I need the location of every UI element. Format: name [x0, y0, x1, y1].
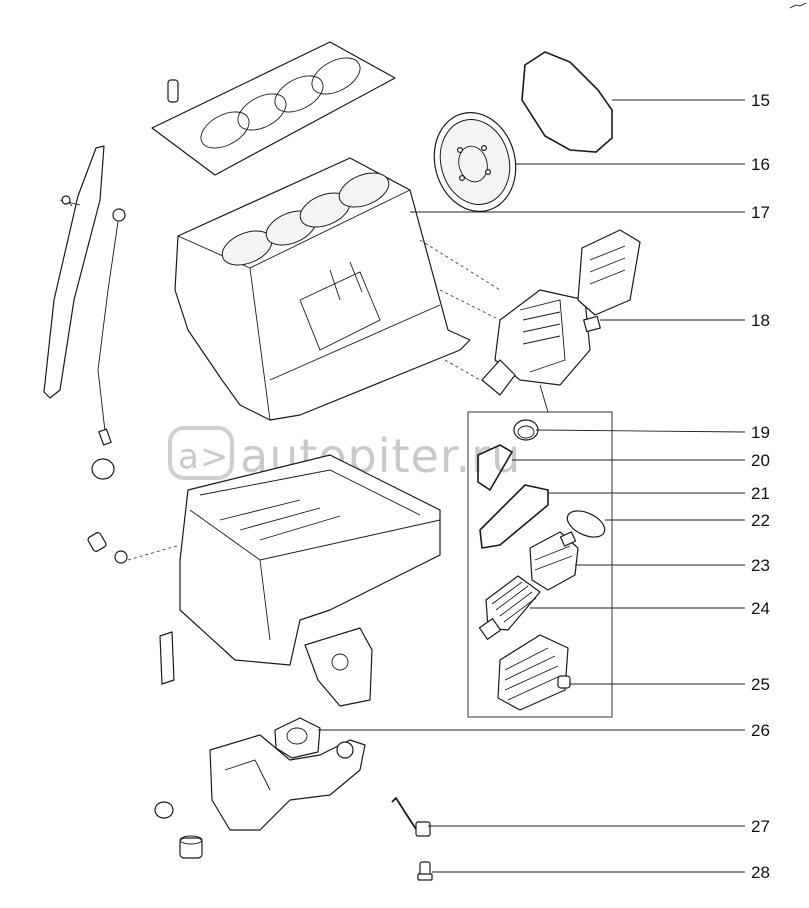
drain-plug-washer: [114, 550, 128, 564]
dipstick-o-ring: [91, 458, 115, 480]
seal-ring-19: [513, 419, 539, 441]
oil-filter-kit-box: [467, 411, 613, 718]
housing-dash-line-2: [439, 289, 501, 321]
leader-lines: [318, 99, 746, 873]
flywheel: [433, 112, 517, 212]
oil-pipe-27: [391, 796, 431, 837]
callout-numbers: 15 16 17 18 19 20 21 22 23 24 25 26 27 2…: [751, 91, 770, 882]
gasket-20: [477, 444, 514, 492]
oil-pan: [179, 454, 441, 666]
drain-plug: [87, 532, 107, 552]
drain-plug-dash-line: [127, 544, 181, 561]
pump-o-ring: [154, 801, 174, 819]
head-gasket: [151, 41, 396, 176]
oil-filter-cap: [529, 531, 579, 591]
corner-mark: [789, 2, 807, 9]
housing-dash-line-3: [444, 359, 481, 381]
cylinder-block: [174, 157, 471, 421]
callout-20: 20: [751, 451, 770, 470]
oil-filter-element: [478, 575, 541, 640]
oil-filter-housing-assembly: [481, 229, 641, 396]
callout-27: 27: [751, 817, 770, 836]
callout-19: 19: [751, 423, 770, 442]
callout-22: 22: [751, 511, 770, 530]
callout-15: 15: [751, 91, 770, 110]
oil-cooler: [497, 634, 571, 711]
watermark-logo-box: [168, 426, 234, 480]
o-ring-22: [566, 510, 606, 538]
kit-box-connector: [539, 384, 549, 413]
dowel-pin: [167, 79, 179, 103]
callout-25: 25: [751, 675, 770, 694]
callout-16: 16: [751, 155, 770, 174]
callout-21: 21: [751, 484, 770, 503]
callout-17: 17: [751, 203, 770, 222]
dipstick: [97, 208, 126, 446]
callout-18: 18: [751, 311, 770, 330]
bolt-28: [417, 861, 433, 881]
callout-24: 24: [751, 599, 770, 618]
engine-mount-bracket: [304, 627, 373, 707]
leader-19: [535, 429, 746, 433]
dipstick-tube: [43, 145, 105, 399]
pump-sleeve: [179, 835, 203, 859]
watermark-logo-symbol: a>: [178, 437, 229, 477]
housing-dash-line-1: [419, 239, 501, 291]
gasket-21: [479, 484, 549, 549]
rear-cover-gasket: [521, 51, 613, 153]
oil-pump-assembly: [209, 717, 366, 831]
small-bracket: [159, 631, 175, 685]
callout-26: 26: [751, 721, 770, 740]
callout-28: 28: [751, 863, 770, 882]
callout-23: 23: [751, 556, 770, 575]
